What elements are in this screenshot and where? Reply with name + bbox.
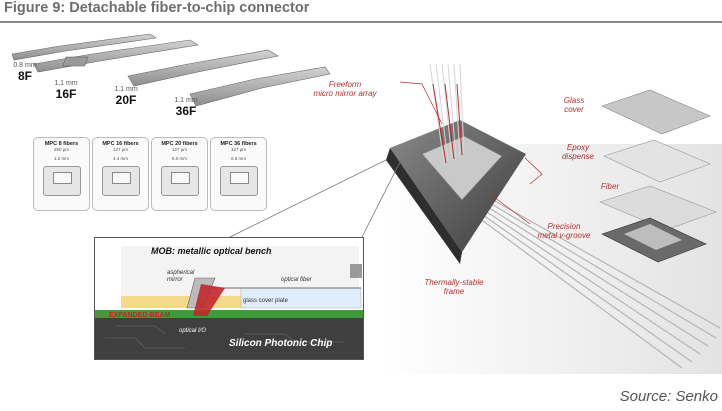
- ferrule-icon: [220, 166, 258, 196]
- ferrule-icon: [161, 166, 199, 196]
- red-beams: [432, 83, 463, 164]
- title-divider: [0, 21, 722, 23]
- label-fiber: Fiber: [600, 182, 620, 191]
- ferrule-icon: [102, 166, 140, 196]
- connector-strips-illustration: [11, 33, 330, 107]
- connector-20f-strip: [127, 49, 279, 87]
- connector-assembly-illustration: [230, 63, 722, 374]
- inset-optical-fiber: optical fiber: [281, 277, 312, 283]
- size-label-8f: 0.8 mm 8F: [13, 62, 37, 83]
- size-label-36f: 1.1 mm 36F: [174, 97, 198, 118]
- size-label-16f: 1.1 mm 16F: [54, 80, 78, 101]
- label-freeform-mirror: Freeform micro mirror array: [313, 80, 377, 98]
- vertical-fibers: [429, 63, 465, 165]
- connector-36f-strip: [189, 66, 330, 107]
- size-label-20f: 1.1 mm 20F: [114, 86, 138, 107]
- label-epoxy-dispense: Epoxy dispense: [561, 143, 595, 161]
- inset-glass-cover-plate: glass cover plate: [243, 298, 289, 304]
- inset-optical-io: optical I/O: [179, 328, 207, 334]
- inset-chip-label: Silicon Photonic Chip: [229, 338, 333, 349]
- inset-mob-title: MOB: metallic optical bench: [151, 246, 272, 256]
- source-credit: Source: Senko: [619, 388, 718, 405]
- connector-8f-strip: [11, 33, 157, 61]
- cross-section-drawing: [95, 238, 363, 359]
- label-glass-cover: Glass cover: [563, 96, 585, 114]
- callout-lines: [399, 81, 543, 225]
- figure-title: Figure 9: Detachable fiber-to-chip conne…: [4, 0, 310, 16]
- label-thermal-frame: Thermally-stable frame: [424, 278, 484, 296]
- connector-16f-strip: [33, 39, 199, 73]
- inset-aspherical-mirror: aspherical mirror: [167, 270, 195, 283]
- label-precision-vgroove: Precision metal v-groove: [537, 222, 591, 240]
- inset-expanded-beam: EXPANDED-BEAM: [109, 312, 171, 319]
- glass-cover-layer: [601, 89, 711, 135]
- ferrule-icon: [43, 166, 81, 196]
- mob-cross-section-inset: MOB: metallic optical bench aspherical m…: [94, 237, 364, 360]
- epoxy-layer: [603, 139, 711, 183]
